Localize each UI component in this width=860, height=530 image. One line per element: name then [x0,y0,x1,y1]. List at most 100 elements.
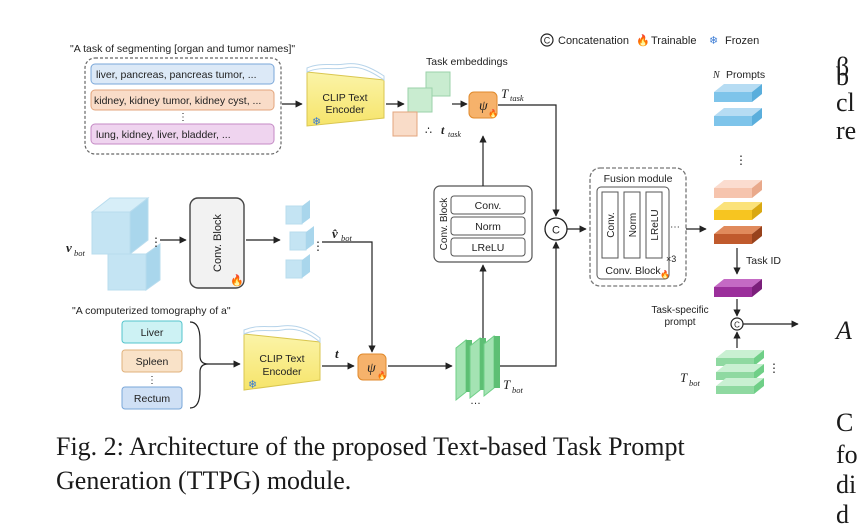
v-hat-sub: bot [341,233,353,243]
caption-line: Fig. 2: Architecture of the proposed Tex… [56,432,685,461]
lrelu-layer: LReLU [472,242,505,254]
legend-frozen: Frozen [725,35,759,47]
T-bot-label-right: T [680,370,688,385]
organ-item-text: Spleen [136,356,169,368]
margin-text: β [836,52,850,81]
conv-layer: Conv. [475,200,502,212]
v-bot-sub: bot [74,248,86,258]
t-bot-plates [716,350,764,394]
svg-text:⋮: ⋮ [768,361,780,375]
fusion-module-title: Fusion module [604,173,673,185]
T-bot-label: T [503,377,511,392]
figure-caption: Fig. 2: Architecture of the proposed Tex… [56,430,808,498]
svg-text:⋯: ⋯ [670,222,680,233]
v-bot-label: v [66,240,72,255]
legend-trainable: Trainable [651,35,696,47]
psi-block-bottom [357,353,387,381]
fusion-layer: Norm [628,213,639,237]
fire-icon: 🔥 [230,274,244,287]
concat-symbol: C [552,225,560,237]
margin-text: re [836,116,857,145]
fire-icon: 🔥 [636,34,650,47]
conv-block-stack-title: Conv. Block [439,197,450,251]
svg-text:⋮: ⋮ [312,239,324,253]
T-bot-sub-right: bot [689,378,701,388]
task-list-item [90,89,275,111]
margin-text: d [836,500,849,529]
svg-text:…: … [470,395,481,407]
organ-item [121,386,183,410]
task-embeddings-label: Task embeddings [426,56,508,68]
top-prompt-template: "A task of segmenting [organ and tumor n… [70,43,295,55]
fusion-footer: Conv. Block [605,265,661,277]
clip-label-line2: Encoder [262,366,302,378]
margin-text: fo [836,440,858,469]
T-task-sub: task [510,93,524,103]
legend-concatenation: Concatenation [558,35,629,47]
task-embedding-square [407,87,433,113]
fusion-layer: LReLU [650,209,661,240]
bottom-prompt-template: "A computerized tomography of a" [72,305,231,317]
task-list-item-text: kidney, kidney tumor, kidney cyst, ... [94,95,261,107]
t-task-sub: task [448,130,461,139]
T-task-label: T [501,86,509,101]
task-list-group [84,57,282,155]
margin-text: A [836,316,852,345]
svg-text:C: C [544,36,551,46]
task-specific-prompt-line1: Task-specific [651,305,708,316]
conv-block-left-label: Conv. Block [212,214,224,272]
clip-text-encoder-bottom: CLIP Text Encoder ❄ [243,325,321,391]
task-embedding-square [392,111,418,137]
psi-symbol: ψ [367,361,376,376]
task-list-item-text: lung, kidney, liver, bladder, ... [96,129,231,141]
snowflake-icon: ❄ [312,116,321,128]
svg-text:∴: ∴ [425,125,432,137]
fusion-repeat: ×3 [666,254,676,264]
prompt-stack: ⋮ [714,84,762,244]
architecture-figure: C Concatenation 🔥 Trainable ❄ Frozen "A … [66,33,799,410]
organ-item-text: Rectum [134,393,170,405]
norm-layer: Norm [475,221,501,233]
caption-line: Generation (TTPG) module. [56,466,352,495]
fire-icon: 🔥 [488,108,498,118]
task-specific-prompt-line2: prompt [664,317,695,328]
snowflake-icon: ❄ [248,379,257,391]
svg-text:⋮: ⋮ [147,375,157,386]
fire-icon: 🔥 [660,269,670,279]
fire-icon: 🔥 [377,370,387,380]
snowflake-icon: ❄ [709,35,718,47]
v-hat-volume [285,200,314,279]
clip-text-encoder-top: CLIP Text Encoder ❄ [306,63,385,128]
margin-text: C [836,408,854,437]
task-id-label: Task ID [746,255,781,267]
t-bot-feature-stack [455,334,500,402]
fusion-layer: Conv. [606,212,617,237]
v-bot-volume [90,196,161,291]
clip-label-line1: CLIP Text [259,353,304,365]
svg-text:⋮: ⋮ [178,112,188,123]
margin-text: cl [836,88,855,117]
svg-text:C: C [734,321,740,330]
organ-item [121,349,183,373]
task-list-item [90,123,275,145]
t-label: t [335,346,339,361]
n-prompts-label: Prompts [726,69,765,81]
T-bot-sub: bot [512,385,524,395]
margin-text: b [836,62,849,91]
clip-label-line1: CLIP Text [322,92,367,104]
svg-text:⋮: ⋮ [735,153,747,167]
margin-text: di [836,470,857,499]
svg-text:⋮: ⋮ [150,235,162,249]
psi-block-top [468,91,498,119]
conv-block-left [189,197,245,289]
selected-prompt [714,279,762,297]
legend: C Concatenation 🔥 Trainable ❄ Frozen [540,33,759,47]
task-list-item-text: liver, pancreas, pancreas tumor, ... [96,69,257,81]
organ-item [121,320,183,344]
fusion-module [589,167,687,287]
psi-symbol: ψ [479,99,488,114]
v-hat-label: v̂ [332,226,338,241]
t-task-label: t [441,123,445,137]
clip-label-line2: Encoder [325,104,365,116]
n-prompts-n: N [712,70,721,81]
